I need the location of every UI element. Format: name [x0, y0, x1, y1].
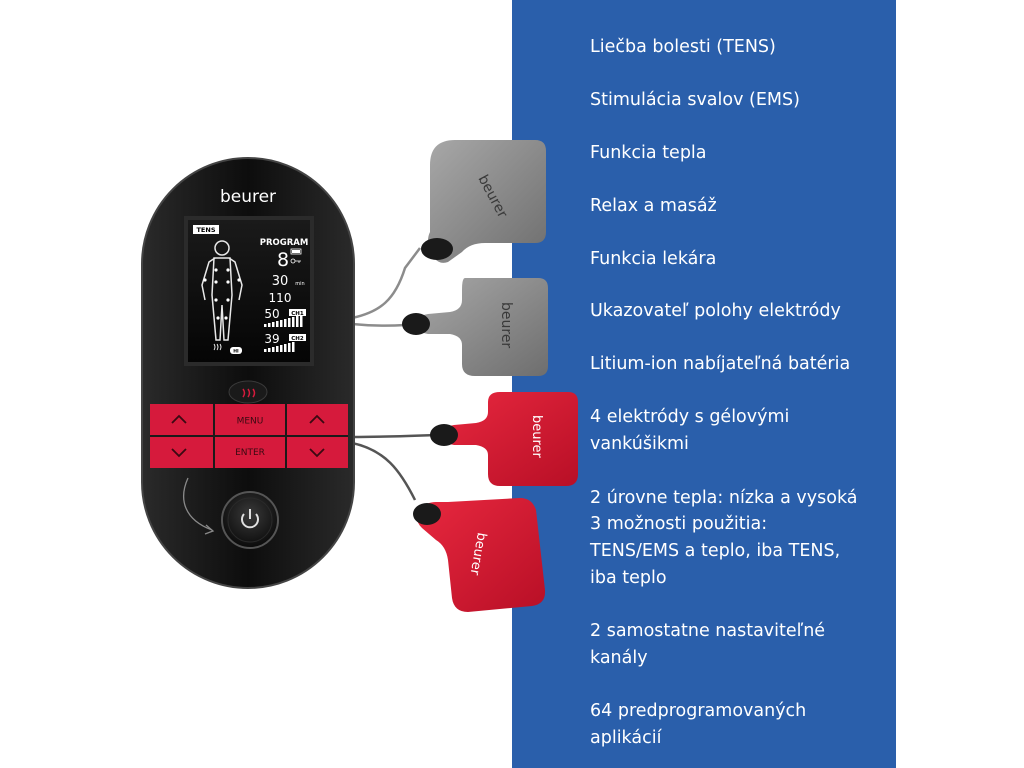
electrode-connector	[402, 313, 430, 335]
enter-button[interactable]: ENTER	[214, 436, 286, 468]
enter-button-label: ENTER	[235, 448, 265, 458]
electrode-pad-gray-1[interactable]: beurer	[421, 140, 546, 263]
lcd-ch2-label-bg	[289, 334, 306, 341]
lcd-mode-badge-bg	[193, 225, 219, 234]
feature-item: iba teplo	[590, 568, 667, 588]
lcd-ch2-label: CH2	[291, 336, 304, 342]
feature-item: 2 úrovne tepla: nízka a vysoká	[590, 488, 858, 508]
lcd-ch2-value: 39	[264, 332, 279, 346]
cable-4	[351, 441, 417, 501]
arrow-hint-icon	[183, 477, 213, 531]
electrode-pad-red-1[interactable]: beurer	[430, 392, 578, 486]
feature-item: 3 možnosti použitia:	[590, 514, 768, 534]
electrode-connector	[430, 424, 458, 446]
tens-device: beurer TENS PROGRAM	[141, 157, 355, 589]
lcd-timer: 30	[272, 274, 289, 289]
chevron-up-icon	[171, 414, 187, 424]
electrode-connector	[413, 503, 441, 525]
lcd-mode-badge: TENS	[197, 226, 216, 234]
feature-item: 64 predprogramovaných	[590, 701, 807, 721]
feature-item: Litium-ion nabíjateľná batéria	[590, 354, 851, 374]
cable-1	[351, 247, 421, 320]
feature-item: Liečba bolesti (TENS)	[590, 37, 776, 57]
pad-brand-label: beurer	[498, 302, 514, 348]
lcd-ch1-label: CH1	[291, 311, 304, 317]
cable-2	[351, 322, 406, 327]
device-brand-logo: beurer	[220, 187, 276, 207]
feature-item: aplikácií	[590, 728, 662, 748]
battery-icon	[290, 248, 302, 255]
arrow-head	[204, 524, 215, 535]
electrode-pad-red-2[interactable]: beurer	[413, 498, 546, 612]
lcd-program-number: 8	[277, 249, 289, 271]
chevron-up-icon	[309, 414, 325, 424]
lcd-ch2-level-bars	[264, 342, 295, 352]
pad-brand-label: beurer	[466, 531, 488, 576]
ch1-up-button[interactable]	[150, 404, 214, 436]
feature-item: Funkcia tepla	[590, 143, 707, 163]
body-figure-icon	[201, 240, 243, 341]
electrode-cables	[351, 247, 439, 501]
feature-item: Relax a masáž	[590, 196, 717, 216]
lcd-heat-badge-bg	[230, 347, 242, 354]
lcd-ch1-level-bars	[264, 315, 303, 327]
lcd-heat-badge: HI	[233, 349, 239, 355]
key-icon	[290, 258, 301, 264]
heat-button[interactable]	[228, 380, 268, 404]
ch2-up-button[interactable]	[286, 404, 348, 436]
electrode-pad-gray-2[interactable]: beurer	[402, 278, 548, 376]
menu-button[interactable]: MENU	[214, 404, 286, 436]
lcd-display: TENS PROGRAM	[184, 216, 314, 366]
lcd-heat-icon	[213, 343, 222, 351]
cable-3	[351, 433, 439, 439]
lcd-program-label: PROGRAM	[260, 238, 309, 248]
feature-item: vankúšikmi	[590, 434, 689, 454]
feature-item: 4 elektródy s gélovými	[590, 407, 790, 427]
feature-item: Stimulácia svalov (EMS)	[590, 90, 800, 110]
feature-item: Ukazovateľ polohy elektródy	[590, 301, 841, 321]
pad-brand-label: beurer	[529, 415, 544, 459]
electrode-connector	[421, 238, 453, 260]
chevron-down-icon	[309, 448, 325, 458]
lcd-ch1-label-bg	[289, 309, 306, 316]
menu-button-label: MENU	[237, 417, 264, 427]
power-icon	[241, 509, 259, 529]
feature-item: kanály	[590, 648, 648, 668]
feature-panel	[512, 0, 896, 768]
feature-item: TENS/EMS a teplo, iba TENS,	[590, 541, 841, 561]
lcd-ch1-value: 50	[264, 307, 279, 321]
lcd-timer-unit: min	[295, 281, 304, 287]
feature-item: Funkcia lekára	[590, 249, 717, 269]
ch1-down-button[interactable]	[150, 436, 214, 468]
lcd-value-mid: 110	[269, 291, 292, 305]
power-button[interactable]	[221, 491, 279, 549]
chevron-down-icon	[171, 448, 187, 458]
ch2-down-button[interactable]	[286, 436, 348, 468]
feature-item: 2 samostatne nastaviteľné	[590, 621, 826, 641]
heat-icon	[242, 388, 256, 398]
control-buttons: MENU ENTER	[150, 404, 348, 468]
